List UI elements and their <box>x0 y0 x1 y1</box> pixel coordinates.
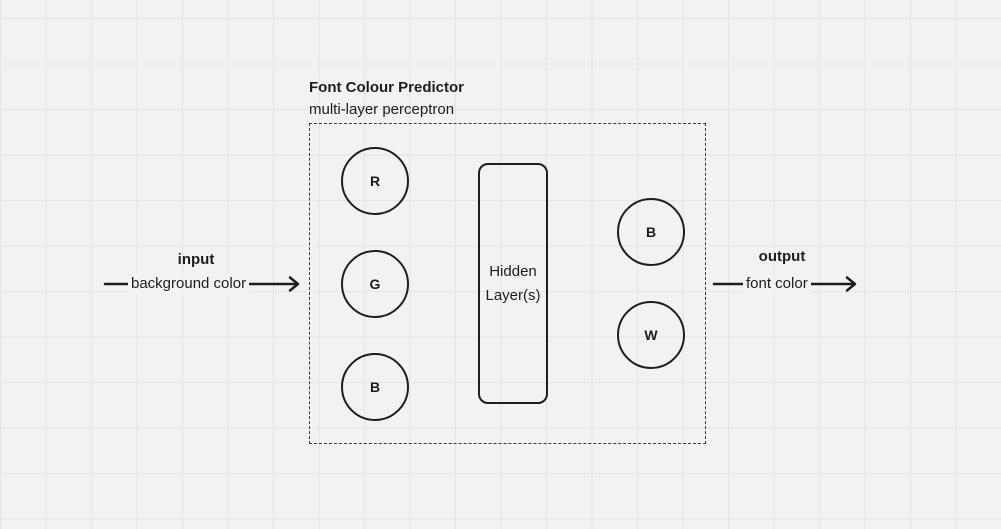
input-heading: input <box>177 251 215 268</box>
output-arrow-head <box>845 276 857 292</box>
input-label: background color <box>128 274 250 294</box>
model-boundary <box>309 123 706 444</box>
input-node-r: R <box>341 147 409 215</box>
input-node-g: G <box>341 250 409 318</box>
output-heading: output <box>758 248 806 265</box>
output-node-w: W <box>617 301 685 369</box>
input-arrow-head <box>288 276 300 292</box>
output-label: font color <box>743 274 811 294</box>
diagram-subtitle: multi-layer perceptron <box>309 101 455 118</box>
output-node-b: B <box>617 198 685 266</box>
hidden-layer-box: Hidden Layer(s) <box>478 163 548 404</box>
input-node-b: B <box>341 353 409 421</box>
diagram-title: Font Colour Predictor <box>309 79 464 96</box>
